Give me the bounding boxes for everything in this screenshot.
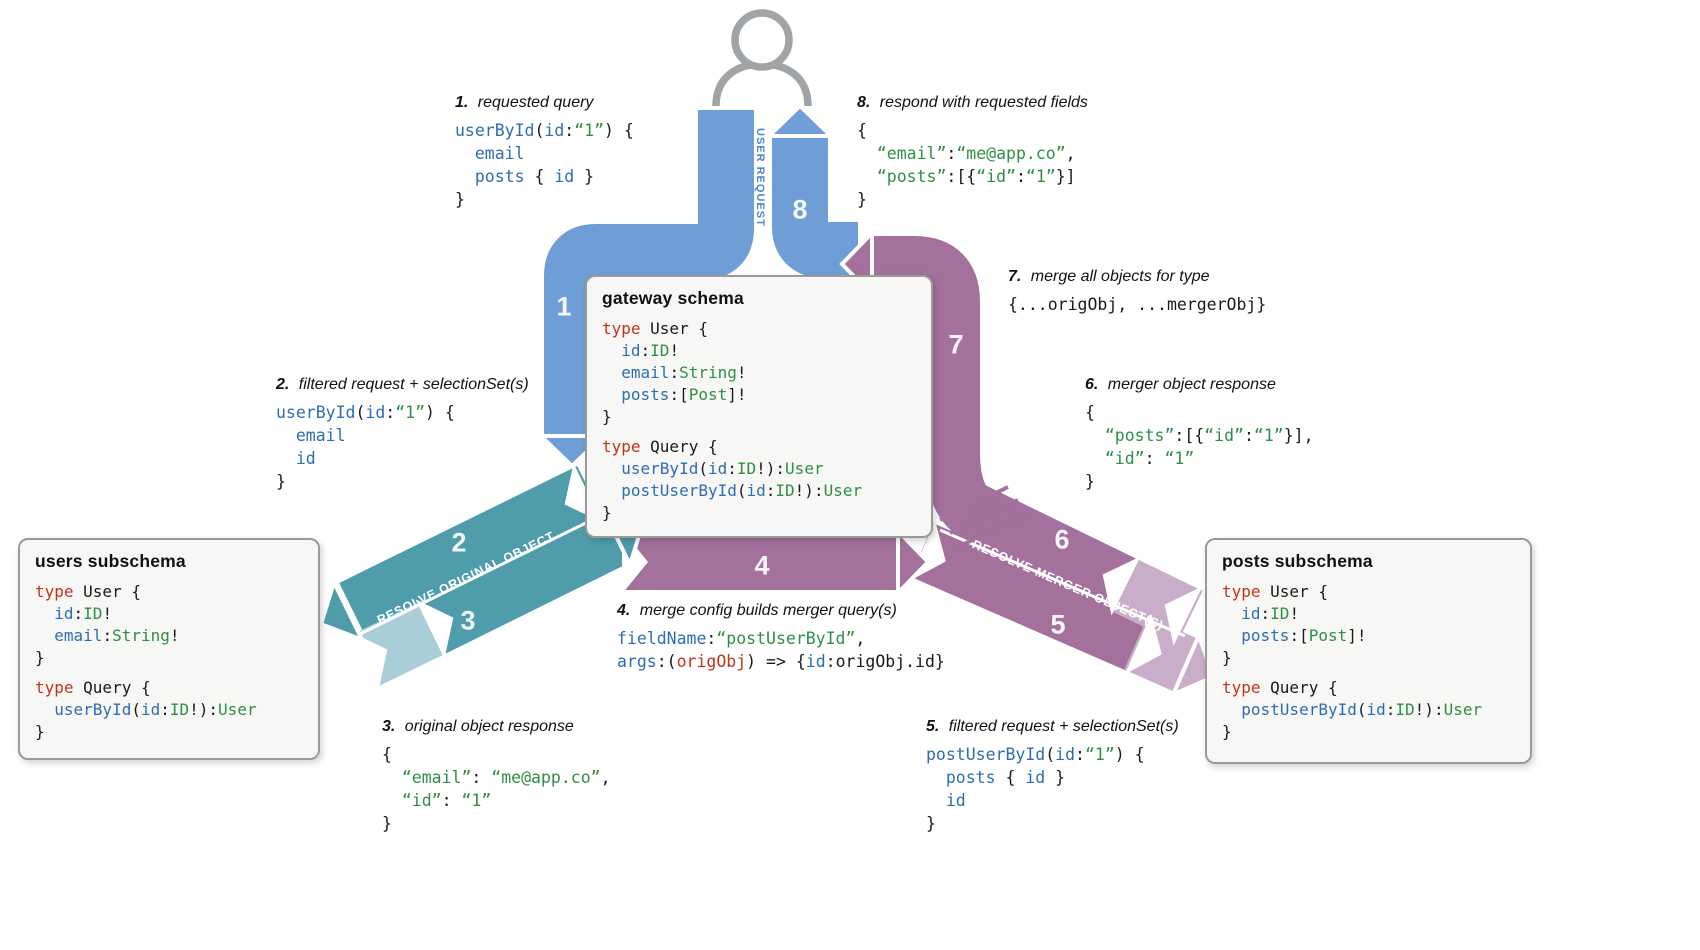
annotation-4-title: 4. merge config builds merger query(s) (617, 602, 897, 619)
arrow-6-tail-notch (1164, 586, 1203, 646)
annotation-2-title: 2. filtered request + selectionSet(s) (276, 376, 529, 393)
users-subschema-code: type User { id:ID! email:String!}type Qu… (35, 582, 257, 741)
annotation-1-title: 1. requested query (455, 94, 594, 111)
annotation-2-filtered-request: 2. filtered request + selectionSet(s) us… (276, 376, 529, 493)
annotation-4-code: fieldName:“postUserById”,args:(origObj) … (617, 629, 945, 671)
annotation-8-respond: 8. respond with requested fields { “emai… (857, 94, 1088, 211)
arrow-step-2: 2 (451, 527, 467, 558)
annotation-8-code: { “email”:“me@app.co”, “posts”:[{“id”:“1… (857, 121, 1076, 209)
annotation-4-merge-config: 4. merge config builds merger query(s) f… (617, 602, 945, 673)
arrow-step-8: 8 (792, 194, 808, 225)
user-request-label: USER REQUEST (754, 128, 766, 227)
arrow-3-split-notch (415, 599, 454, 659)
posts-subschema-box: posts subschema type User { id:ID! posts… (1205, 538, 1532, 764)
arrow-7-band (872, 236, 992, 537)
arrow-step-3: 3 (460, 605, 476, 636)
posts-subschema-code: type User { id:ID! posts:[Post]!}type Qu… (1222, 582, 1483, 741)
annotation-3-original-response: 3. original object response { “email”: “… (382, 718, 611, 835)
annotation-3-code: { “email”: “me@app.co”, “id”: “1”} (382, 745, 611, 833)
annotation-6-title: 6. merger object response (1085, 376, 1276, 393)
arrow-step-1: 1 (556, 291, 572, 322)
posts-subschema-title: posts subschema (1222, 551, 1373, 571)
annotation-5-code: postUserById(id:“1”) { posts { id } id} (926, 745, 1145, 833)
annotation-5-title: 5. filtered request + selectionSet(s) (926, 718, 1179, 735)
arrow-step-5: 5 (1050, 609, 1066, 640)
arrow-3-tail-notch (349, 631, 388, 691)
user-icon-head (731, 9, 793, 71)
annotation-8-title: 8. respond with requested fields (857, 94, 1088, 111)
annotation-1-requested-query: 1. requested query userById(id:“1”) { em… (455, 94, 634, 211)
arrow-2-band (339, 465, 603, 636)
arrow-8-tip (764, 103, 836, 138)
annotation-7-merge-objects: 7. merge all objects for type {...origOb… (1008, 268, 1266, 316)
arrow-4-tip (896, 526, 931, 598)
annotation-2-code: userById(id:“1”) { email id} (276, 403, 455, 491)
arrow-step-6: 6 (1054, 524, 1070, 555)
users-subschema-box: users subschema type User { id:ID! email… (18, 538, 320, 760)
gateway-schema-code: type User { id:ID! email:String! posts:[… (602, 319, 863, 522)
arrow-step-4: 4 (754, 550, 770, 581)
arrow-8-band (772, 134, 858, 278)
annotation-7-title: 7. merge all objects for type (1008, 268, 1210, 285)
arrow-6-split-notch (1102, 556, 1141, 616)
purple-seam (939, 528, 1186, 638)
annotation-3-title: 3. original object response (382, 718, 574, 735)
users-subschema-title: users subschema (35, 551, 186, 571)
annotation-1-code: userById(id:“1”) { email posts { id }} (455, 121, 634, 209)
arrow-step-7: 7 (948, 329, 964, 360)
annotation-6-merger-response: 6. merger object response { “posts”:[{“i… (1085, 376, 1314, 493)
teal-seam (359, 514, 601, 636)
annotation-5-filtered-request: 5. filtered request + selectionSet(s) po… (926, 718, 1179, 835)
arrow-2-tip (318, 576, 367, 644)
arrow-5-band (910, 523, 1152, 672)
annotation-7-code: {...origObj, ...mergerObj} (1008, 295, 1267, 314)
arrow-1-band (544, 110, 754, 436)
arrow-5-split-notch (1124, 613, 1162, 675)
gateway-schema-title: gateway schema (602, 288, 744, 308)
arrow-6-band (955, 482, 1141, 614)
gateway-schema-box: gateway schema type User { id:ID! email:… (585, 275, 933, 538)
annotation-6-code: { “posts”:[{“id”:“1”}], “id”: “1”} (1085, 403, 1314, 491)
arrow-3-band (417, 511, 629, 655)
